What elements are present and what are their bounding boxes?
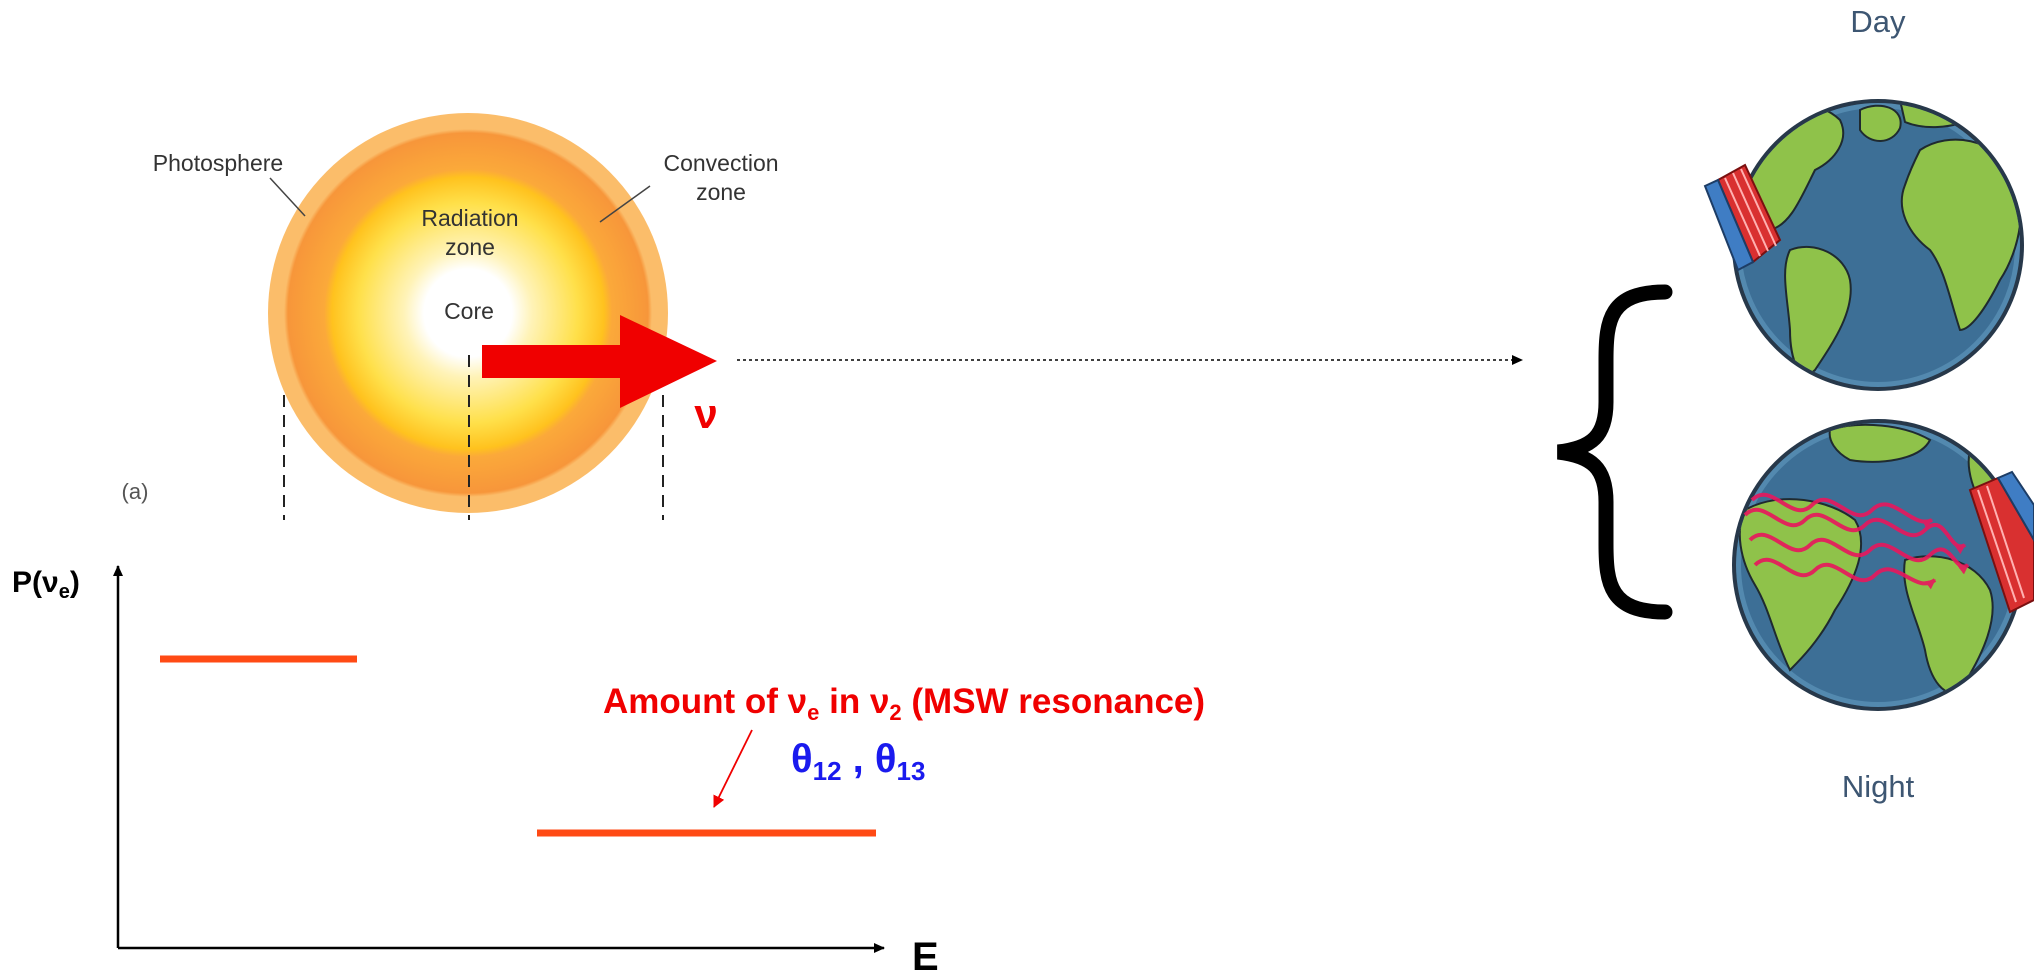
msw-annotation: Amount of νe in ν2 (MSW resonance) [603, 682, 1205, 725]
msw-pointer-arrow [713, 729, 753, 808]
sun-disc [268, 113, 668, 513]
panel-label: (a) [122, 479, 149, 504]
night-label: Night [1842, 769, 1915, 804]
theta-parameters: θ12 , θ13 [791, 737, 925, 786]
day-label: Day [1850, 4, 1906, 39]
detector-night [1968, 470, 2034, 614]
convection-leader [599, 185, 651, 223]
convection-label-line2: zone [696, 179, 746, 205]
core-label: Core [444, 298, 494, 324]
earth-night [1732, 419, 2034, 711]
neutrino-arrow [482, 315, 717, 408]
earth-day [1703, 99, 2024, 391]
neutrino-arrow-shaft [482, 345, 626, 378]
photosphere-label: Photosphere [153, 150, 283, 176]
radiation-label-line2: zone [445, 234, 495, 260]
convection-label-line1: Convection [663, 150, 778, 176]
neutrino-symbol: ν [694, 390, 717, 437]
sun-figure: Photosphere Convection zone Radiation zo… [122, 113, 779, 520]
radiation-label-line1: Radiation [421, 205, 518, 231]
probability-plot: P(νe) E [12, 565, 939, 971]
neutrino-arrow-head [620, 315, 717, 408]
y-axis-label: P(νe) [12, 566, 80, 603]
x-axis-label: E [912, 935, 939, 971]
photosphere-leader [269, 177, 306, 217]
detector-day [1703, 163, 1782, 272]
curly-brace [1556, 284, 1673, 620]
wavy-neutrino-paths [1743, 492, 1970, 590]
